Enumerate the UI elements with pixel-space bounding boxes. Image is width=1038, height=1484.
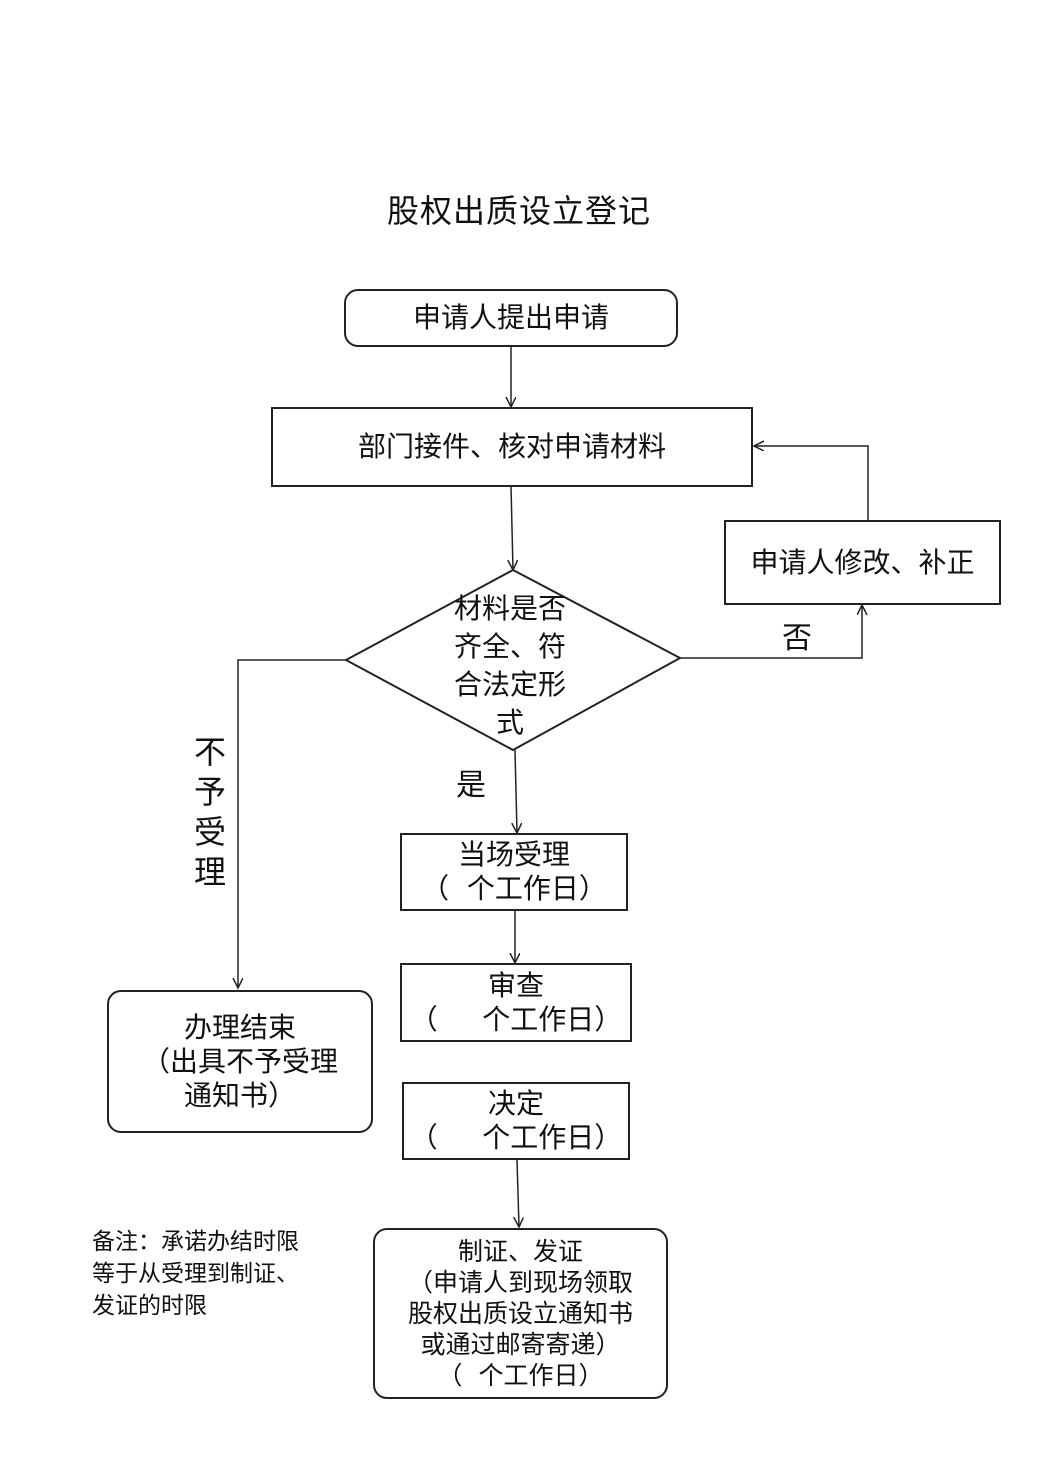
edge-label-reject-char: 予 — [193, 773, 226, 811]
node-apply: 申请人提出申请 — [344, 289, 678, 347]
node-decide: 决定 （ 个工作日） — [402, 1082, 630, 1160]
remark-line: 发证的时限 — [92, 1293, 207, 1319]
node-decide-line: 决定 — [487, 1087, 544, 1120]
edge-label-reject-char: 受 — [193, 813, 226, 851]
page-title: 股权出质设立登记 — [386, 192, 651, 230]
node-issue-line: 或通过邮寄寄递） — [420, 1330, 621, 1359]
decision-text: 材料是否 齐全、符 合法定形 式 — [435, 590, 585, 742]
node-review-line: 审查 — [487, 968, 544, 1002]
node-end: 办理结束 （出具不予受理 通知书） — [107, 990, 373, 1133]
arrow-amend-to-receive — [754, 446, 869, 520]
decision-line: 合法定形 — [453, 668, 566, 701]
arrow-check-to-end — [238, 659, 346, 988]
node-issue: 制证、发证 （申请人到现场领取 股权出质设立通知书 或通过邮寄寄递） （ 个工作… — [373, 1228, 668, 1399]
arrow-receive-to-check — [511, 485, 513, 570]
node-review: 审查 （ 个工作日） — [400, 963, 632, 1042]
node-amend: 申请人修改、补正 — [724, 520, 1001, 605]
node-accept-line: （ 个工作日） — [421, 872, 607, 905]
arrow-check-to-amend — [680, 605, 862, 659]
edge-label-reject: 不 予 受 理 — [190, 732, 230, 892]
arrow-decide-to-issue — [517, 1159, 519, 1227]
remark-note: 备注：承诺办结时限 等于从受理到制证、 发证的时限 — [92, 1226, 352, 1322]
node-issue-line: 股权出质设立通知书 — [407, 1299, 633, 1328]
node-accept: 当场受理 （ 个工作日） — [400, 833, 628, 911]
node-accept-line: 当场受理 — [457, 838, 570, 871]
decision-line: 材料是否 — [453, 592, 566, 625]
node-issue-line: 制证、发证 — [457, 1237, 583, 1266]
edge-label-yes: 是 — [456, 768, 486, 803]
node-review-line: （ 个工作日） — [409, 1002, 623, 1036]
node-decide-line: （ 个工作日） — [409, 1121, 623, 1154]
edge-label-reject-char: 不 — [193, 733, 226, 771]
node-issue-line: （申请人到现场领取 — [407, 1268, 633, 1297]
remark-line: 备注：承诺办结时限 — [92, 1229, 299, 1255]
node-receive-label: 部门接件、核对申请材料 — [357, 430, 666, 463]
edge-label-no: 否 — [782, 621, 812, 656]
arrow-check-to-accept — [515, 749, 517, 833]
node-end-line: 办理结束 — [183, 1010, 296, 1044]
decision-line: 齐全、符 — [453, 630, 566, 663]
remark-line: 等于从受理到制证、 — [92, 1261, 299, 1287]
node-end-line: （出具不予受理 — [141, 1044, 338, 1078]
node-issue-line: （ 个工作日） — [437, 1361, 604, 1390]
decision-diamond — [343, 568, 683, 752]
node-amend-label: 申请人修改、补正 — [750, 545, 975, 579]
decision-line: 式 — [495, 706, 524, 739]
node-end-line: 通知书） — [183, 1078, 296, 1112]
edge-label-reject-char: 理 — [193, 853, 226, 891]
node-apply-label: 申请人提出申请 — [412, 301, 609, 334]
node-receive: 部门接件、核对申请材料 — [271, 407, 753, 487]
